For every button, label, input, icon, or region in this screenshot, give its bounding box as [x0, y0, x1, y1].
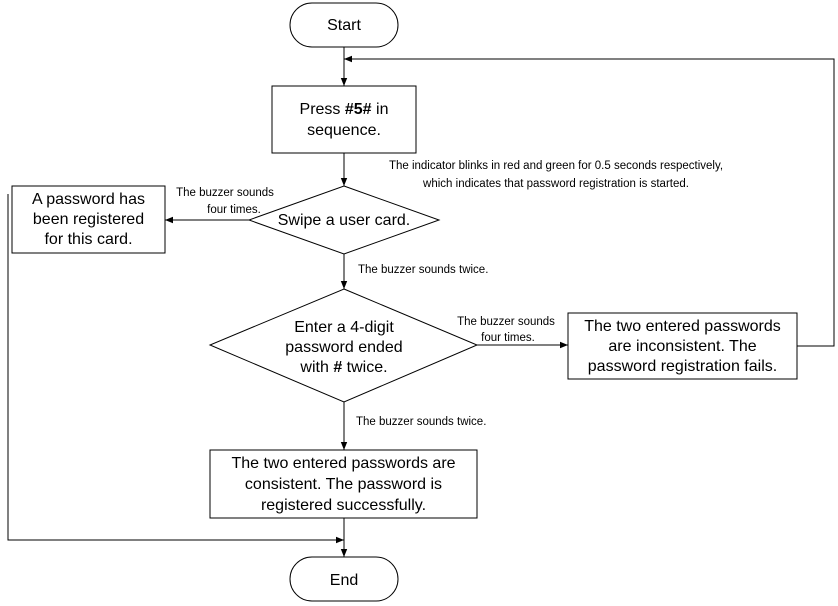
enter-shape [208, 288, 479, 403]
buzzer-four-left-line1: The buzzer sounds [176, 187, 274, 199]
enter-line2: password ended [285, 339, 402, 356]
press-shape [271, 85, 417, 154]
buzzer-four-right-line2: four times. [481, 332, 535, 344]
inconsistent-line3: password registration fails. [588, 358, 777, 375]
success-line1: The two entered passwords are [231, 455, 455, 472]
swipe-shape [247, 185, 441, 255]
inconsistent-line2: are inconsistent. The [608, 338, 756, 355]
end-terminal: End [289, 556, 399, 602]
press-line1: Press #5# in [300, 101, 389, 118]
buzzer-four-left-line2: four times. [207, 204, 261, 216]
inconsistent-shape [567, 312, 798, 380]
press-line1-post: in [372, 101, 389, 118]
registered-box: A password has been registered for this … [11, 185, 166, 254]
press-line2: sequence. [307, 122, 381, 139]
start-label: Start [327, 17, 361, 34]
connectors [7, 47, 835, 557]
arrow-registered-to-end [7, 194, 344, 544]
inconsistent-box: The two entered passwords are inconsiste… [567, 312, 798, 380]
buzzer-twice-label-2: The buzzer sounds twice. [356, 416, 486, 428]
start-shape [289, 2, 399, 48]
enter-line3: with # twice. [299, 359, 387, 376]
enter-line3-bold: # [333, 359, 342, 376]
success-shape [209, 449, 478, 519]
registered-shape [11, 185, 166, 254]
enter-line3-pre: with [299, 359, 333, 376]
press-line1-pre: Press [300, 101, 345, 118]
edge-labels: The indicator blinks in red and green fo… [176, 160, 723, 428]
arrow-inconsistent-loop-back [344, 55, 835, 347]
enter-password-decision: Enter a 4-digit password ended with # tw… [208, 288, 479, 403]
swipe-label: Swipe a user card. [278, 212, 411, 229]
indicator-label-line2: which indicates that password registrati… [422, 178, 689, 190]
buzzer-four-right-line1: The buzzer sounds [457, 316, 555, 328]
registered-line3: for this card. [44, 231, 132, 248]
swipe-decision: Swipe a user card. [247, 185, 441, 255]
end-shape [289, 556, 399, 602]
success-box: The two entered passwords are consistent… [209, 449, 478, 519]
inconsistent-line1: The two entered passwords [584, 318, 781, 335]
success-line2: consistent. The password is [245, 476, 442, 493]
press-box: Press #5# in sequence. [271, 85, 417, 154]
start-terminal: Start [289, 2, 399, 48]
end-label: End [330, 572, 358, 589]
buzzer-twice-label-1: The buzzer sounds twice. [358, 264, 488, 276]
press-line1-bold: #5# [345, 101, 372, 118]
registered-line1: A password has [32, 191, 145, 208]
registered-line2: been registered [33, 211, 144, 228]
indicator-label-line1: The indicator blinks in red and green fo… [389, 160, 723, 172]
enter-line1: Enter a 4-digit [294, 319, 394, 336]
enter-line3-post: twice. [342, 359, 387, 376]
success-line3: registered successfully. [261, 497, 426, 514]
